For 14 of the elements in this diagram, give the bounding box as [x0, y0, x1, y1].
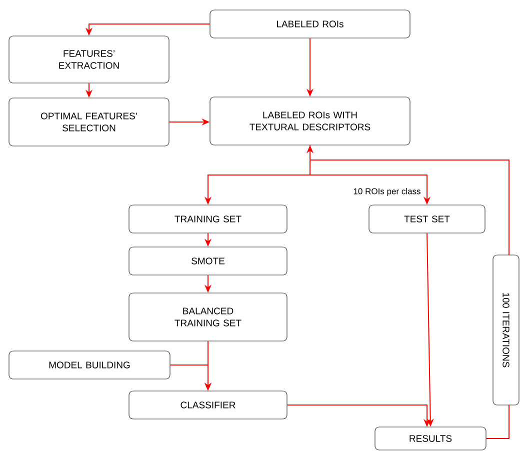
process-box: SMOTE: [128, 246, 288, 276]
process-box: FEATURES’ EXTRACTION: [8, 36, 170, 84]
edge-label: 10 ROIs per class: [352, 187, 422, 197]
process-box: OPTIMAL FEATURES’ SELECTION: [8, 98, 170, 146]
process-box: LABELED ROIs: [210, 10, 410, 38]
process-box: BALANCED TRAINING SET: [128, 292, 288, 342]
process-box: 100 ITERATIONS: [492, 254, 520, 406]
process-box: RESULTS: [374, 426, 486, 450]
arrow: [486, 404, 510, 439]
process-box: MODEL BUILDING: [8, 350, 170, 380]
process-box: TRAINING SET: [128, 204, 288, 234]
process-box: LABELED ROIs WITH TEXTURAL DESCRIPTORS: [210, 96, 410, 146]
process-box: CLASSIFIER: [128, 390, 288, 420]
process-box: TEST SET: [368, 204, 486, 234]
